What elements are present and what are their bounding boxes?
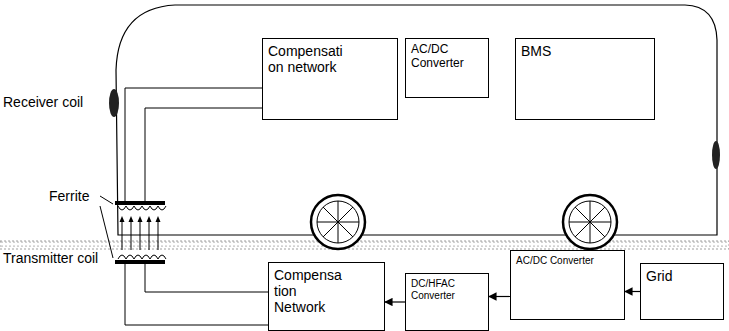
process-box: Compensati on network [262,38,398,120]
transmitter-wire [145,264,268,292]
flux-arrows [120,216,161,250]
box-text: AC/DC Converter [411,43,481,71]
process-box: AC/DC Converter [405,38,489,98]
front-wheel [311,195,365,249]
rear-lamp [712,141,720,169]
process-box: DC/HFAC Converter [405,273,489,331]
flow-arrow [625,291,640,292]
process-box: Grid [640,263,724,320]
receiver-wire [145,108,262,201]
receiver-coil-winding [118,206,166,210]
part-label: Receiver coil [2,94,84,110]
box-text: Compensa tion Network [274,267,348,315]
box-text: BMS [521,43,641,59]
process-box: AC/DC Converter [510,250,625,320]
box-text: AC/DC Converter [516,255,616,267]
transmitter-coil-winding [118,255,166,259]
flow-arrow [489,296,510,297]
receiver-ferrite [115,201,165,205]
box-text: DC/HFAC Converter [411,278,481,301]
transmitter-wire [125,264,268,325]
rear-wheel [563,195,617,249]
process-box: Compensa tion Network [268,262,385,331]
box-text: Compensati on network [268,43,352,75]
leader-line [100,196,113,204]
box-text: Grid [646,268,716,284]
front-lamp [109,89,119,117]
flow-arrow [385,301,405,302]
process-box: BMS [515,38,655,120]
transmitter-ferrite [115,260,165,264]
bus-body [116,5,717,235]
receiver-wire [125,88,262,201]
leader-line [100,206,113,258]
part-label: Ferrite [48,188,90,204]
part-label: Transmitter coil [2,250,99,266]
